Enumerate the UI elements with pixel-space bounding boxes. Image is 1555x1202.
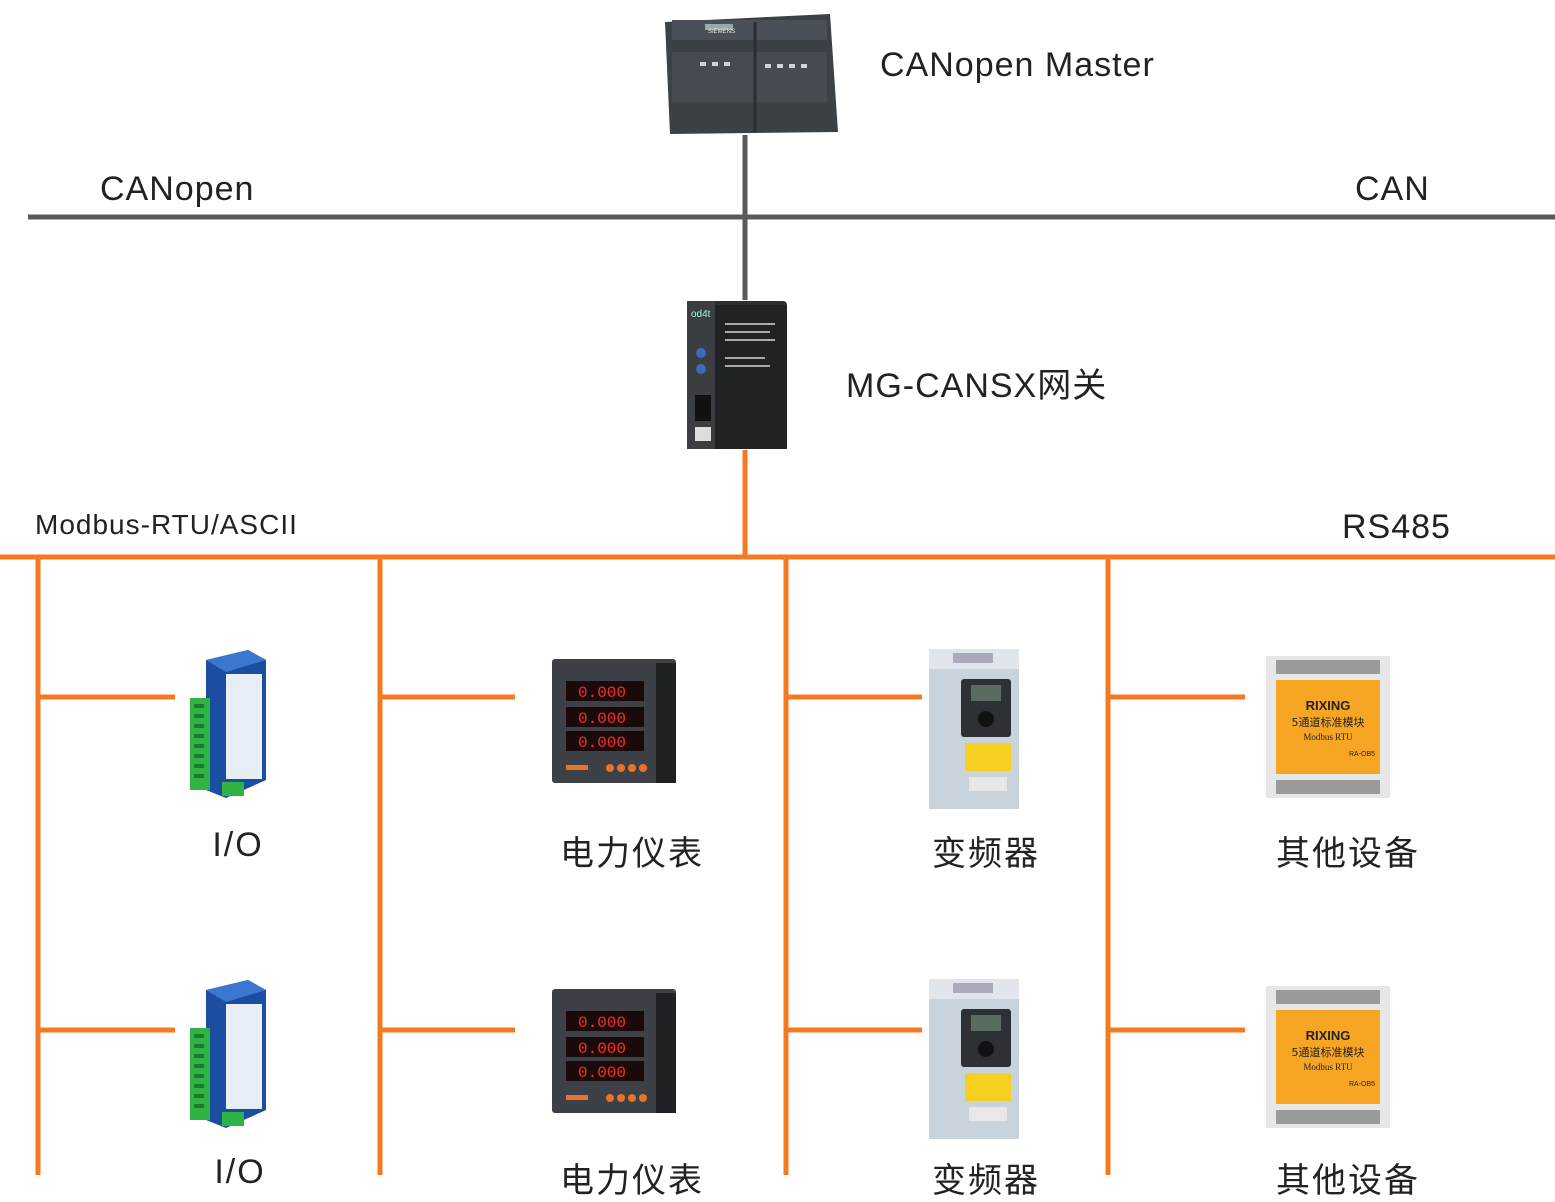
relay-model: RA-OB5 <box>1349 1081 1375 1088</box>
power-meter-icon: 0.000 0.000 0.000 <box>552 989 676 1113</box>
device-label-inverter-1: 变频器 <box>932 835 1040 873</box>
relay-line2: Modbus RTU <box>1303 1062 1353 1072</box>
plc-brand-text: SIEMENS <box>708 29 735 35</box>
device-label-other-2: 其他设备 <box>1276 1162 1420 1200</box>
relay-module-icon: RIXING 5通道标准模块 Modbus RTU RA-OB5 <box>1266 986 1390 1128</box>
plc-master-icon: SIEMENS <box>665 14 838 134</box>
gateway-label: MG-CANSX网关 <box>846 367 1108 405</box>
relay-brand: RIXING <box>1306 698 1351 713</box>
device-label-meter-1: 电力仪表 <box>560 835 704 873</box>
device-label-other-1: 其他设备 <box>1276 835 1420 873</box>
meter-readout: 0.000 <box>578 1014 626 1032</box>
inverter-icon <box>929 649 1019 809</box>
device-label-meter-2: 电力仪表 <box>560 1162 704 1200</box>
device-label-io-1: I/O <box>212 826 264 864</box>
gateway-icon: od4t <box>687 301 787 449</box>
meter-readout: 0.000 <box>578 710 626 728</box>
io-module-icon <box>190 650 266 798</box>
meter-readout: 0.000 <box>578 1040 626 1058</box>
gateway-brand-text: od4t <box>691 309 711 320</box>
relay-model: RA-OB5 <box>1349 751 1375 758</box>
device-label-inverter-2: 变频器 <box>932 1162 1040 1200</box>
inverter-icon <box>929 979 1019 1139</box>
relay-line1: 5通道标准模块 <box>1292 715 1365 729</box>
relay-line2: Modbus RTU <box>1303 732 1353 742</box>
io-module-icon <box>190 980 266 1128</box>
branch-lines <box>35 557 1245 1175</box>
meter-readout: 0.000 <box>578 684 626 702</box>
can-bus-left-label: CANopen <box>100 170 255 208</box>
meter-readout: 0.000 <box>578 1064 626 1082</box>
device-label-io-2: I/O <box>214 1153 266 1191</box>
relay-brand: RIXING <box>1306 1028 1351 1043</box>
relay-line1: 5通道标准模块 <box>1292 1045 1365 1059</box>
master-label: CANopen Master <box>880 46 1155 84</box>
meter-readout: 0.000 <box>578 734 626 752</box>
can-bus-right-label: CAN <box>1355 170 1430 208</box>
relay-module-icon: RIXING 5通道标准模块 Modbus RTU RA-OB5 <box>1266 656 1390 798</box>
power-meter-icon: 0.000 0.000 0.000 <box>552 659 676 783</box>
rs485-right-label: RS485 <box>1342 508 1451 546</box>
rs485-left-label: Modbus-RTU/ASCII <box>35 509 298 540</box>
